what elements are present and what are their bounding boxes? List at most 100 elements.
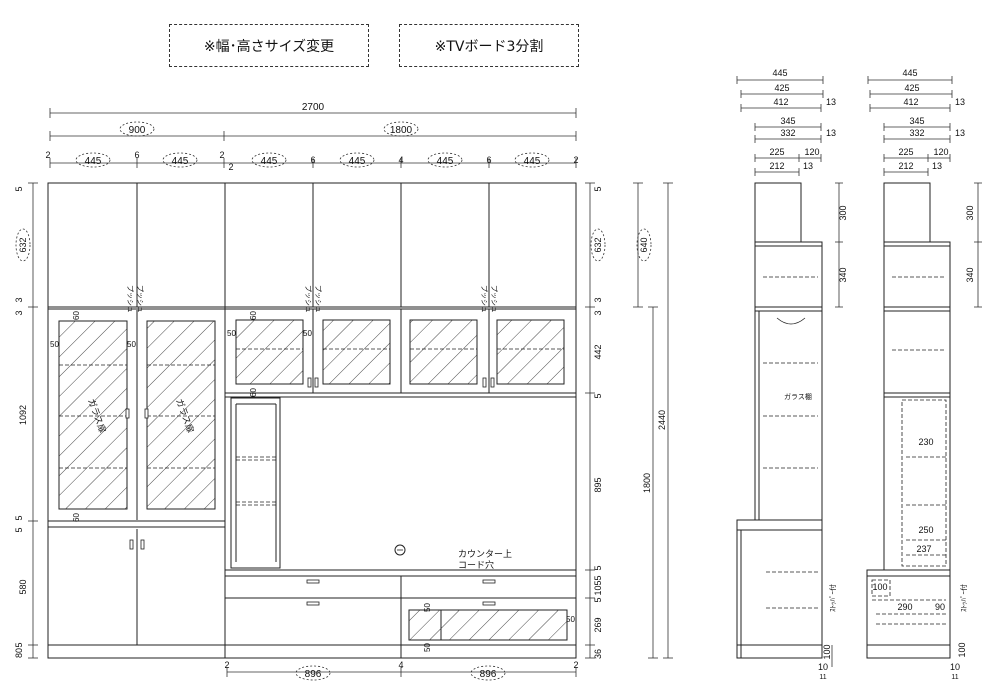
gap-5: 6 xyxy=(310,155,315,165)
side-view-1-dimensions xyxy=(736,76,843,667)
total-width-label: 2700 xyxy=(302,102,325,113)
resize-note: ※幅･高さサイズ変更 xyxy=(169,24,369,67)
s1-d5: 332 xyxy=(780,128,795,138)
s2-i5: 290 xyxy=(897,602,912,612)
side-view-1-body xyxy=(736,182,823,659)
s1-h2: 340 xyxy=(838,267,848,282)
rh-4: 3 xyxy=(593,310,603,315)
left-unit-width: 900 xyxy=(129,125,146,136)
gap-4: 2 xyxy=(228,162,233,172)
frame-60-4: 60 xyxy=(249,388,258,397)
lh-2: 632 xyxy=(18,237,28,252)
s1-stopper: ｽﾄｯﾊﾟｰ付 xyxy=(828,584,837,612)
s1-d8: 212 xyxy=(769,161,784,171)
s1-bottom: 10 xyxy=(818,662,828,672)
lh-6: 5 xyxy=(14,515,24,520)
frame-50-2: 50 xyxy=(127,340,136,349)
push-label-5: プッシュ xyxy=(480,285,488,313)
door-width-5: 445 xyxy=(437,156,454,167)
s1-glass-shelf: ガラス棚 xyxy=(784,392,812,401)
frame-60-3: 60 xyxy=(249,311,258,320)
tv-width-2: 896 xyxy=(480,669,497,680)
s1-d7: 120 xyxy=(804,147,819,157)
s2-i1: 230 xyxy=(918,437,933,447)
oh-lower: 1800 xyxy=(642,473,652,493)
s2-i4: 100 xyxy=(872,582,887,592)
s1-d2: 425 xyxy=(774,83,789,93)
right-cabinet xyxy=(224,182,577,659)
s1-d3: 412 xyxy=(773,97,788,107)
gap-7: 6 xyxy=(486,155,491,165)
s2-d6: 225 xyxy=(898,147,913,157)
tv-drawers xyxy=(306,579,568,641)
cord-hole-icon xyxy=(394,544,406,556)
lh-1: 5 xyxy=(14,186,24,191)
s2-d1: 445 xyxy=(902,68,917,78)
right-glass-doors xyxy=(235,319,565,388)
s2-d2: 425 xyxy=(904,83,919,93)
front-dimensions-horizontal xyxy=(49,108,577,677)
right-height-labels: 5 632 3 3 442 5 895 5 5 105 5 269 36 xyxy=(590,186,606,659)
s1-d1: 445 xyxy=(772,68,787,78)
frame-60-1: 60 xyxy=(72,311,81,320)
door-width-1: 445 xyxy=(85,156,102,167)
rh-9: 5 xyxy=(593,575,603,580)
counter-hole-label-1: カウンター上 xyxy=(458,549,512,559)
s2-d4: 345 xyxy=(909,116,924,126)
s1-t2: 13 xyxy=(826,128,836,138)
s2-bottom: 10 xyxy=(950,662,960,672)
right-unit-width: 1800 xyxy=(390,125,413,136)
side-view-1-shelves xyxy=(763,276,818,609)
lh-7: 5 xyxy=(14,527,24,532)
lh-5: 1092 xyxy=(18,405,28,425)
rh-7: 895 xyxy=(593,477,603,492)
left-lower-door-handles xyxy=(129,539,145,550)
rh-10: 105 xyxy=(593,580,603,595)
gap-6: 4 xyxy=(398,155,403,165)
side-view-2-dimensions xyxy=(867,76,982,308)
s1-d4: 345 xyxy=(780,116,795,126)
push-label-6: プッシュ xyxy=(490,285,498,313)
rh-1: 5 xyxy=(593,186,603,191)
door-width-2: 445 xyxy=(172,156,189,167)
lh-8: 580 xyxy=(18,579,28,594)
s2-t2: 13 xyxy=(955,128,965,138)
gap-8: 2 xyxy=(573,155,578,165)
gap-2: 6 xyxy=(134,150,139,160)
s1-t1: 13 xyxy=(826,97,836,107)
gap-3: 2 xyxy=(219,150,224,160)
door-width-3: 445 xyxy=(261,156,278,167)
door-width-6: 445 xyxy=(524,156,541,167)
s2-bottom2: 11 xyxy=(951,674,958,681)
s2-i3: 237 xyxy=(916,544,931,554)
tv-side-shelves xyxy=(236,456,276,506)
split-note: ※TVボード3分割 xyxy=(399,24,579,67)
frame-labels: 60 60 50 50 60 60 50 50 50 50 50 xyxy=(50,311,575,652)
oh-upper: 640 xyxy=(639,237,649,252)
rh-13: 36 xyxy=(593,649,603,659)
s2-h3: 100 xyxy=(957,642,967,657)
s2-stopper: ｽﾄｯﾊﾟｰ付 xyxy=(959,584,968,612)
push-labels: プッシュ プッシュ プッシュ プッシュ プッシュ プッシュ xyxy=(126,285,498,313)
rh-11: 5 xyxy=(593,597,603,602)
front-dimensions-vertical xyxy=(28,182,673,659)
gap-labels: 2 6 2 2 6 4 6 2 xyxy=(45,150,578,172)
s2-h1: 300 xyxy=(965,205,975,220)
side-view-2-inner xyxy=(871,276,947,625)
frame-50-6: 50 xyxy=(423,643,432,652)
rh-3: 3 xyxy=(593,297,603,302)
frame-50-5: 50 xyxy=(423,603,432,612)
side-view-2-body xyxy=(866,182,951,659)
rh-6: 5 xyxy=(593,393,603,398)
tv-width-1: 896 xyxy=(305,669,322,680)
tv-gap-3: 2 xyxy=(573,660,578,670)
left-height-labels: 5 632 3 3 1092 5 5 580 5 80 xyxy=(14,186,31,658)
lh-9: 5 xyxy=(14,642,24,647)
s2-i6: 90 xyxy=(935,602,945,612)
frame-50-4: 50 xyxy=(303,329,312,338)
lh-10: 80 xyxy=(14,648,24,658)
push-label-3: プッシュ xyxy=(304,285,312,313)
frame-60-2: 60 xyxy=(72,513,81,522)
push-label-1: プッシュ xyxy=(126,285,134,313)
s2-i2: 250 xyxy=(918,525,933,535)
